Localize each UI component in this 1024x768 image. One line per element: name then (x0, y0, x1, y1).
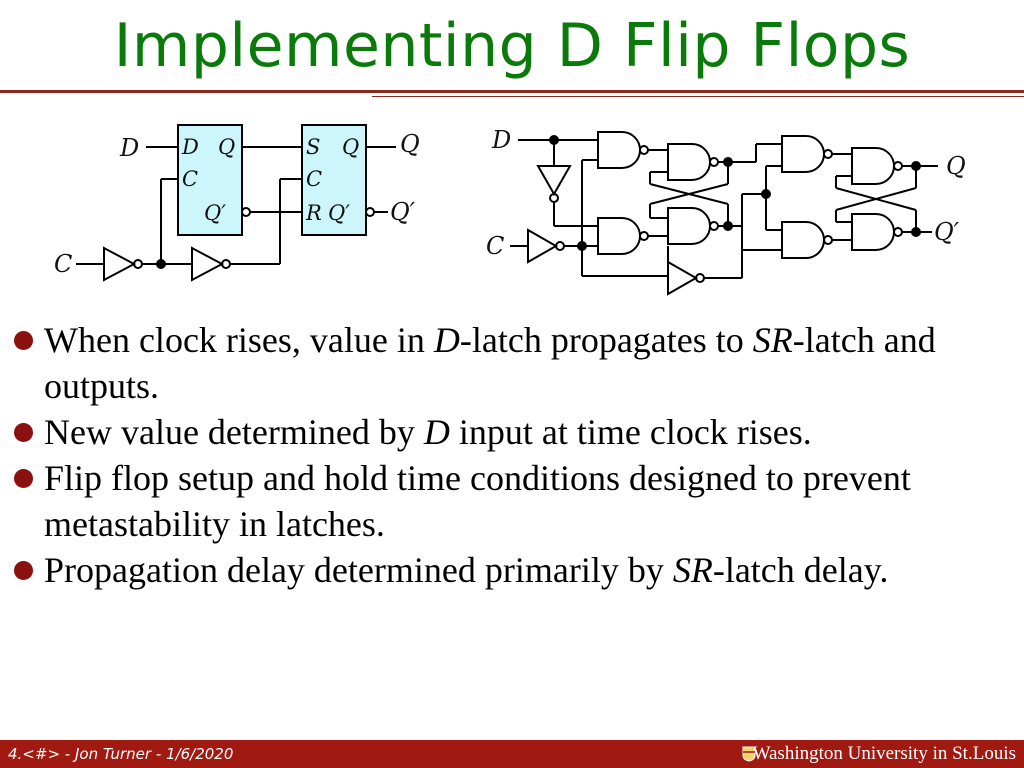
gate-diagram (510, 131, 938, 296)
bullet-dot-icon (14, 469, 33, 488)
srlatch-label-s: S (306, 135, 320, 159)
bullet-item: When clock rises, value in D-latch propa… (14, 317, 1014, 409)
srlatch-label-r: R (305, 201, 322, 225)
bullet-text: -latch delay. (712, 550, 889, 590)
bullet-item: Flip flop setup and hold time conditions… (14, 455, 1014, 547)
bullet-text: SR (672, 550, 713, 590)
clock-inverter-1 (103, 246, 137, 282)
slide-title: Implementing D Flip Flops (113, 11, 911, 81)
footer-university-name: Washington University in St.Louis (752, 743, 1016, 764)
nand-gate-4 (667, 207, 711, 245)
nand-gate-8 (851, 213, 895, 251)
bullet-text: SR (752, 320, 793, 360)
bullet-text: D (433, 320, 460, 360)
label-c-input: C (54, 250, 72, 278)
title-divider-thin (372, 96, 1024, 97)
nand-gate-2 (597, 217, 641, 255)
dlatch-label-q: Q (218, 135, 235, 159)
dlatch-label-c: C (182, 167, 198, 191)
label-d-input: D (119, 134, 139, 162)
bullet-dot-icon (14, 331, 33, 350)
bullet-text: input at time clock rises. (449, 412, 812, 452)
footer-bar: 4.<#> - Jon Turner - 1/6/2020 Washington… (0, 740, 1024, 768)
bullet-text: New value determined by (44, 412, 424, 452)
clock-inverter-3 (667, 260, 699, 296)
label-q-output: Q (400, 130, 420, 158)
bullet-text: When clock rises, value in (44, 320, 434, 360)
title-divider (0, 90, 1024, 93)
nand-gate-5 (781, 135, 825, 173)
label-qbar-output: Q′ (390, 198, 416, 226)
gate-label-q-output: Q (946, 152, 966, 180)
gate-label-d-input: D (491, 126, 511, 154)
bullet-text: Flip flop setup and hold time conditions… (44, 458, 911, 544)
srlatch-label-c: C (306, 167, 322, 191)
bullet-text: Propagation delay determined primarily b… (44, 550, 673, 590)
srlatch-label-q: Q (342, 135, 359, 159)
bullet-text: D (423, 412, 450, 452)
latch-diagram (76, 124, 396, 282)
flip-flop-diagrams: D C D Q C Q′ S Q C R Q′ Q Q′ D C Q Q′ (54, 124, 966, 296)
nand-gate-1 (597, 131, 641, 169)
footer-slide-info: 4.<#> - Jon Turner - 1/6/2020 (8, 745, 234, 763)
sr-latch-block (301, 124, 367, 236)
srlatch-label-qbar: Q′ (328, 201, 350, 225)
dlatch-label-d: D (181, 135, 199, 159)
bullet-text: -latch propagates to (459, 320, 753, 360)
nand-gate-7 (851, 147, 895, 185)
bullet-dot-icon (14, 423, 33, 442)
bullet-text: -latch and outputs. (44, 320, 936, 406)
clock-inverter-2 (191, 246, 225, 282)
bullet-item: New value determined by D input at time … (14, 409, 1014, 455)
dlatch-label-qbar: Q′ (204, 201, 226, 225)
university-seal-icon (742, 746, 756, 762)
bullet-dot-icon (14, 561, 33, 580)
d-inverter (536, 165, 572, 197)
gate-label-c-input: C (486, 232, 504, 260)
nand-gate-6 (781, 221, 825, 259)
gate-label-qbar-output: Q′ (934, 218, 960, 246)
bullet-item: Propagation delay determined primarily b… (14, 547, 1014, 593)
c-inverter-right (527, 228, 559, 264)
bullet-list: When clock rises, value in D-latch propa… (14, 317, 1014, 593)
nand-gate-3 (667, 143, 711, 181)
